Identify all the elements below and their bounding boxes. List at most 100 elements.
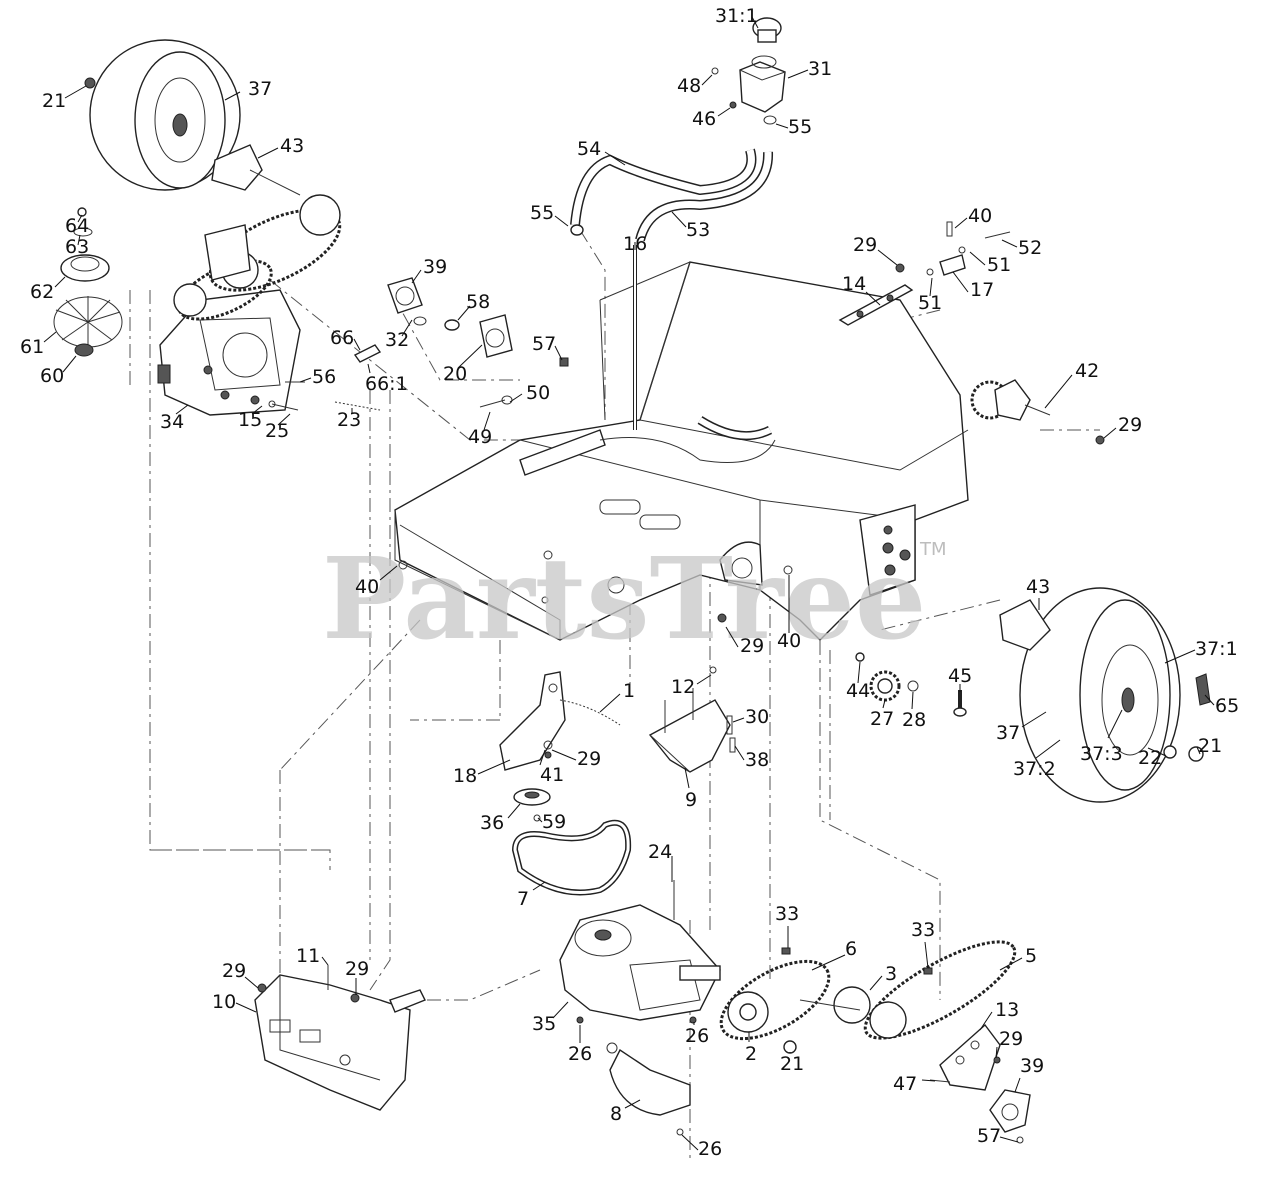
right-bracket <box>838 221 1011 326</box>
left-transmission <box>157 289 301 416</box>
callout-label-42: 42 <box>1075 360 1099 382</box>
callout-label-40: 40 <box>355 576 379 598</box>
callout-leader-line <box>954 217 968 229</box>
callout-label-47: 47 <box>893 1073 917 1095</box>
callout-leader-line <box>696 674 712 685</box>
callout-label-5: 5 <box>1025 945 1037 967</box>
callout-leader-line <box>787 69 809 79</box>
callout-label-55: 55 <box>788 116 812 138</box>
callout-leader-line <box>367 363 371 374</box>
callout-leader-line <box>751 16 759 29</box>
callout-label-45: 45 <box>948 665 972 687</box>
callout-label-44: 44 <box>846 680 870 702</box>
assembly-guide-lines <box>129 229 1100 1160</box>
callout-label-7: 7 <box>517 888 529 910</box>
callout-label-1: 1 <box>623 680 635 702</box>
callout-label-21: 21 <box>780 1053 804 1075</box>
callout-leader-line <box>734 745 745 761</box>
callout-label-37: 37 <box>248 78 272 100</box>
callout-leader-line <box>857 661 861 684</box>
callout-leader-line <box>1044 374 1073 409</box>
callout-label-66: 66 <box>330 327 354 349</box>
callout-leader-line <box>999 957 1023 971</box>
callout-label-18: 18 <box>453 765 477 787</box>
callout-label-39: 39 <box>1020 1055 1044 1077</box>
callout-leader-line <box>604 151 626 166</box>
callout-label-29: 29 <box>577 748 601 770</box>
callout-label-29: 29 <box>999 1028 1023 1050</box>
callout-label-21: 21 <box>1198 735 1222 757</box>
callout-leader-line <box>43 331 57 343</box>
hydraulic-reservoir <box>711 17 786 125</box>
callout-label-32: 32 <box>385 329 409 351</box>
left-fan-pulley-stack <box>53 207 123 357</box>
callout-leader-line <box>1164 649 1196 664</box>
callout-leader-line <box>537 817 543 823</box>
callout-label-26: 26 <box>685 1025 709 1047</box>
callout-leader-line <box>882 699 886 709</box>
idler-arm-assembly <box>499 671 621 822</box>
callout-leader-line <box>235 1002 257 1013</box>
callout-leader-line <box>701 74 713 86</box>
callout-label-23: 23 <box>337 409 361 431</box>
callout-label-2: 2 <box>745 1043 757 1065</box>
callout-label-17: 17 <box>970 279 994 301</box>
callout-label-46: 46 <box>692 108 716 130</box>
callout-leader-line <box>64 85 87 99</box>
callout-leader-line <box>599 693 621 713</box>
callout-label-35: 35 <box>532 1013 556 1035</box>
callout-label-55: 55 <box>530 202 554 224</box>
callout-label-20: 20 <box>443 363 467 385</box>
callout-leader-line <box>1147 747 1167 757</box>
callout-leader-line <box>1001 239 1018 248</box>
callout-leader-line <box>457 344 483 369</box>
callout-leader-line <box>869 975 883 991</box>
callout-label-38: 38 <box>745 749 769 771</box>
callout-label-64: 64 <box>65 215 89 237</box>
callout-leader-line <box>244 976 259 989</box>
callout-label-43: 43 <box>1026 576 1050 598</box>
watermark-text: PartsTree <box>322 534 926 665</box>
callout-leader-line <box>911 691 914 710</box>
callout-leader-line <box>775 123 789 129</box>
callout-label-6: 6 <box>845 938 857 960</box>
callout-leader-line <box>979 1011 993 1031</box>
callout-label-58: 58 <box>466 291 490 313</box>
callout-leader-line <box>624 1099 641 1109</box>
hydraulic-hoses <box>570 148 774 441</box>
callout-label-65: 65 <box>1215 695 1239 717</box>
callout-leader-line <box>299 377 312 383</box>
callout-leader-line <box>379 565 398 581</box>
callout-label-60: 60 <box>40 365 64 387</box>
callout-label-37-3: 37:3 <box>1080 743 1123 765</box>
callout-leader-line <box>507 803 521 819</box>
callout-label-26: 26 <box>568 1043 592 1065</box>
callout-leader-line <box>539 749 546 766</box>
callout-leader-line <box>532 881 546 891</box>
callout-label-21: 21 <box>42 90 66 112</box>
callout-label-29: 29 <box>853 234 877 256</box>
callout-leader-line <box>969 251 986 266</box>
callout-label-9: 9 <box>685 789 697 811</box>
callout-leader-line <box>1035 739 1061 759</box>
callout-label-26: 26 <box>698 1138 722 1160</box>
callout-label-37-1: 37:1 <box>1195 638 1238 660</box>
lower-chain-drives <box>719 940 1017 1054</box>
callout-leader-line <box>811 954 846 971</box>
callout-leader-line <box>552 1001 569 1019</box>
callout-leader-line <box>257 147 279 159</box>
callout-label-27: 27 <box>870 708 894 730</box>
callout-label-51: 51 <box>987 254 1011 276</box>
callout-leader-line <box>717 107 731 117</box>
callout-leader-line <box>999 1136 1019 1143</box>
callout-leader-line <box>353 338 361 351</box>
callout-label-13: 13 <box>995 999 1019 1021</box>
callout-label-61: 61 <box>20 336 44 358</box>
callout-label-29: 29 <box>1118 414 1142 436</box>
callout-label-54: 54 <box>577 138 601 160</box>
left-center-hardware <box>268 277 569 411</box>
callout-label-16: 16 <box>623 233 647 255</box>
callout-leader-line <box>681 1134 699 1151</box>
